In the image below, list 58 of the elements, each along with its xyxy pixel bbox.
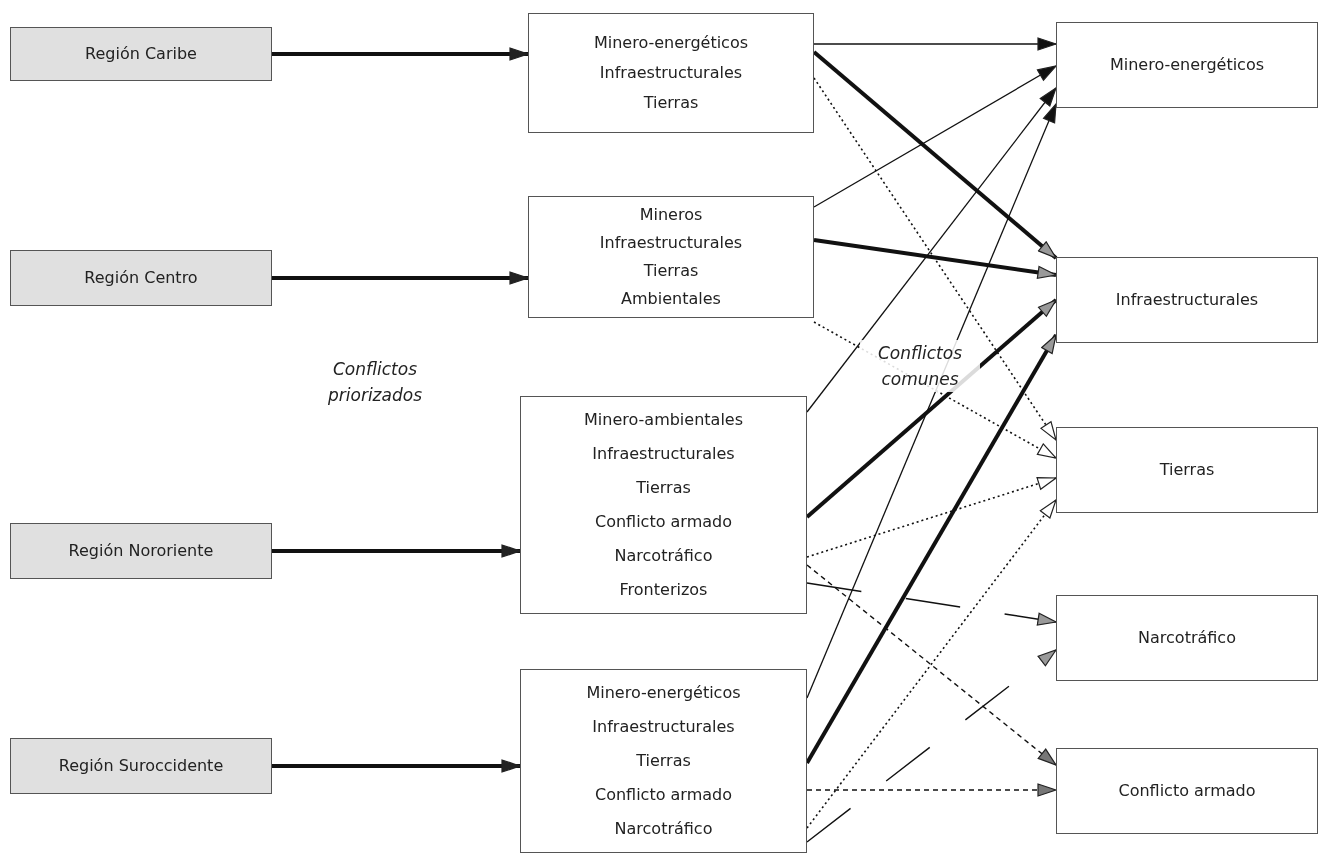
arrow: [806, 564, 1057, 766]
arrow: [272, 544, 521, 558]
conflict-label: Minero-energéticos: [1109, 54, 1265, 76]
conflict-label: Minero-ambientales: [584, 409, 743, 431]
arrow: [813, 65, 1057, 208]
conflict-list-box: [528, 13, 814, 133]
conflict-list-box: [528, 196, 814, 318]
arrow: [806, 103, 1057, 699]
region-label: Región Nororiente: [68, 540, 214, 562]
conflict-label: Conflicto armado: [595, 784, 732, 806]
conflict-label: Narcotráfico: [614, 818, 713, 840]
conflict-label: Infraestructurales: [599, 62, 743, 84]
conflict-label: Infraestructurales: [1115, 289, 1259, 311]
region-label: Región Centro: [84, 267, 198, 289]
conflict-label: Tierras: [636, 477, 691, 499]
conflict-label: Infraestructurales: [592, 716, 735, 738]
conflict-category-box: [1056, 595, 1318, 681]
arrow: [812, 50, 1058, 260]
conflict-list-box: [520, 396, 807, 614]
conflict-label: Mineros: [639, 204, 703, 226]
conflict-label: Tierras: [643, 260, 699, 282]
arrow: [806, 783, 1057, 797]
arrow: [272, 271, 529, 285]
arrow: [272, 759, 521, 773]
conflict-label: Minero-energéticos: [593, 32, 749, 54]
conflict-label: Infraestructurales: [592, 443, 735, 465]
conflict-label: Conflicto armado: [1118, 780, 1256, 802]
region-label: Región Caribe: [85, 43, 197, 65]
annotation-text: Conflictos priorizados: [327, 358, 423, 407]
annotation-text: Conflictos comunes: [860, 340, 980, 392]
arrow: [272, 47, 529, 61]
region-box: [10, 27, 272, 81]
region-box: [10, 250, 272, 306]
region-box: [10, 738, 272, 794]
arrow: [805, 334, 1058, 764]
conflict-list-box: [520, 669, 807, 853]
arrow: [813, 238, 1057, 279]
region-box: [10, 523, 272, 579]
conflict-label: Narcotráfico: [614, 545, 713, 567]
conflict-label: Ambientales: [621, 288, 721, 310]
conflict-label: Infraestructurales: [599, 232, 743, 254]
arrow: [806, 499, 1057, 829]
arrow: [805, 298, 1058, 519]
conflict-label: Narcotráfico: [1138, 627, 1236, 649]
arrow: [806, 582, 1057, 626]
conflict-category-box: [1056, 427, 1318, 513]
arrow: [813, 37, 1057, 51]
conflict-category-box: [1056, 748, 1318, 834]
conflict-label: Tierras: [636, 750, 691, 772]
conflict-category-box: [1056, 22, 1318, 108]
conflict-category-box: [1056, 257, 1318, 343]
arrow: [806, 477, 1057, 558]
conflict-label: Tierras: [643, 92, 699, 114]
conflict-label: Fronterizos: [619, 579, 708, 601]
conflict-label: Conflicto armado: [595, 511, 732, 533]
conflict-label: Tierras: [1159, 459, 1215, 481]
conflict-label: Minero-energéticos: [586, 682, 741, 704]
region-label: Región Suroccidente: [58, 755, 224, 777]
